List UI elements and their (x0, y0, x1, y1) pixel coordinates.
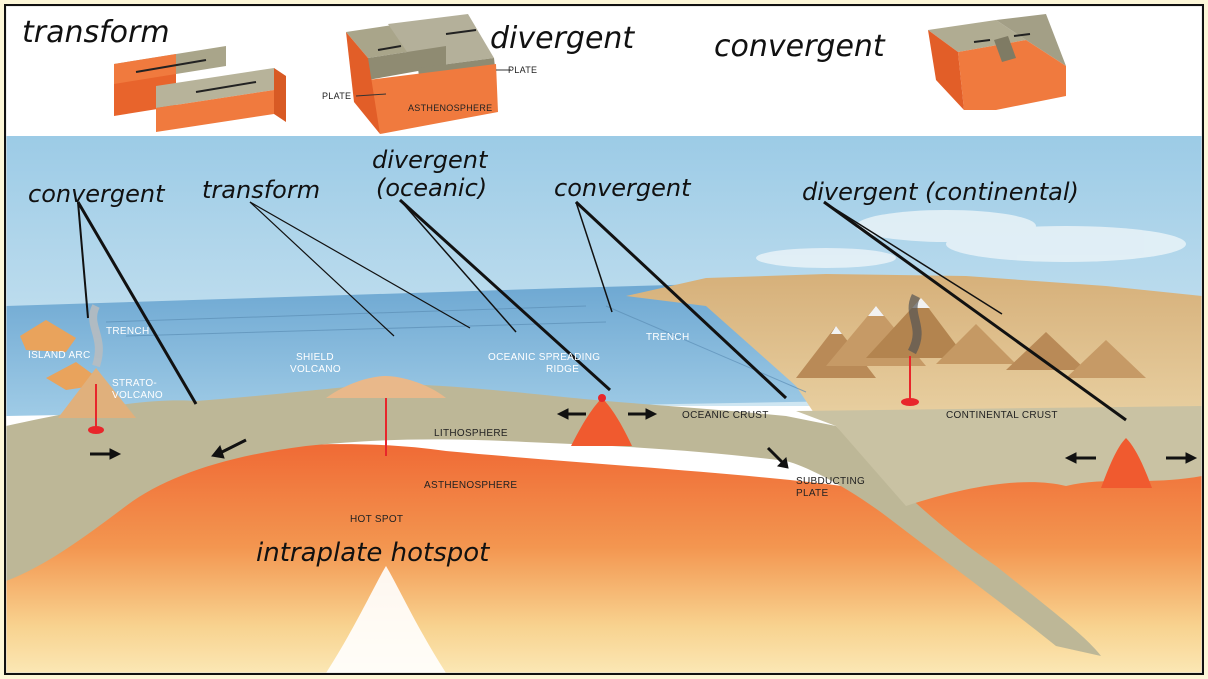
label-trench-right: TRENCH (646, 332, 690, 343)
inset-plate-label-left: PLATE (322, 91, 352, 101)
seafloor-lines (105, 305, 807, 393)
transform-inset-block (114, 46, 286, 132)
callout-divergent-oceanic-2: (oceanic) (376, 174, 488, 202)
callout-intraplate-hotspot: intraplate hotspot (256, 538, 490, 568)
continental-plate (796, 406, 1202, 506)
rift-magma (1101, 438, 1152, 488)
mountain-range (796, 298, 1146, 378)
label-oceanic-ridge-2: RIDGE (546, 364, 580, 375)
inset-plate-label: PLATE (508, 65, 538, 75)
ridge-magma (571, 394, 632, 446)
ocean (6, 284, 846, 416)
plate-boundaries-diagram: transform divergent convergent PLATE PLA… (4, 4, 1204, 675)
label-strato-volcano-2: VOLCANO (112, 390, 164, 401)
divergent-inset-block (346, 14, 511, 134)
callout-convergent-mid: convergent (554, 174, 691, 202)
clouds (756, 210, 1186, 268)
label-hot-spot: HOT SPOT (350, 514, 404, 525)
callout-convergent-left: convergent (28, 180, 165, 208)
cross-section-illustration (6, 6, 1202, 673)
label-oceanic-crust: OCEANIC CRUST (682, 410, 769, 421)
continental-volcano (901, 293, 922, 406)
inset-asthenosphere-label: ASTHENOSPHERE (408, 103, 493, 113)
label-shield-volcano-2: VOLCANO (290, 364, 342, 375)
callout-divergent-oceanic-1: divergent (372, 146, 488, 174)
label-island-arc: ISLAND ARC (28, 350, 91, 361)
label-oceanic-ridge-1: OCEANIC SPREADING (488, 352, 601, 363)
plate-motion-arrows (90, 408, 1198, 469)
label-trench-left: TRENCH (106, 326, 150, 337)
callout-transform: transform (202, 176, 321, 204)
strato-volcano (58, 304, 136, 434)
transform-title: transform (22, 15, 170, 50)
label-lithosphere: LITHOSPHERE (434, 428, 508, 439)
convergent-title: convergent (714, 29, 885, 64)
shield-volcano (326, 376, 446, 398)
callout-leader-lines (76, 198, 1127, 422)
label-shield-volcano-1: SHIELD (296, 352, 334, 363)
convergent-inset-block (928, 14, 1066, 110)
label-subducting-plate-2: PLATE (796, 488, 829, 499)
label-continental-crust: CONTINENTAL CRUST (946, 410, 1058, 421)
label-subducting-plate-1: SUBDUCTING (796, 476, 866, 487)
callout-divergent-continental: divergent (continental) (802, 178, 1079, 206)
label-asthenosphere: ASTHENOSPHERE (424, 480, 518, 491)
lithosphere-plate (6, 384, 1101, 656)
hot-spot-plume-base (326, 566, 446, 673)
divergent-title: divergent (490, 21, 635, 56)
label-strato-volcano-1: STRATO- (112, 378, 158, 389)
